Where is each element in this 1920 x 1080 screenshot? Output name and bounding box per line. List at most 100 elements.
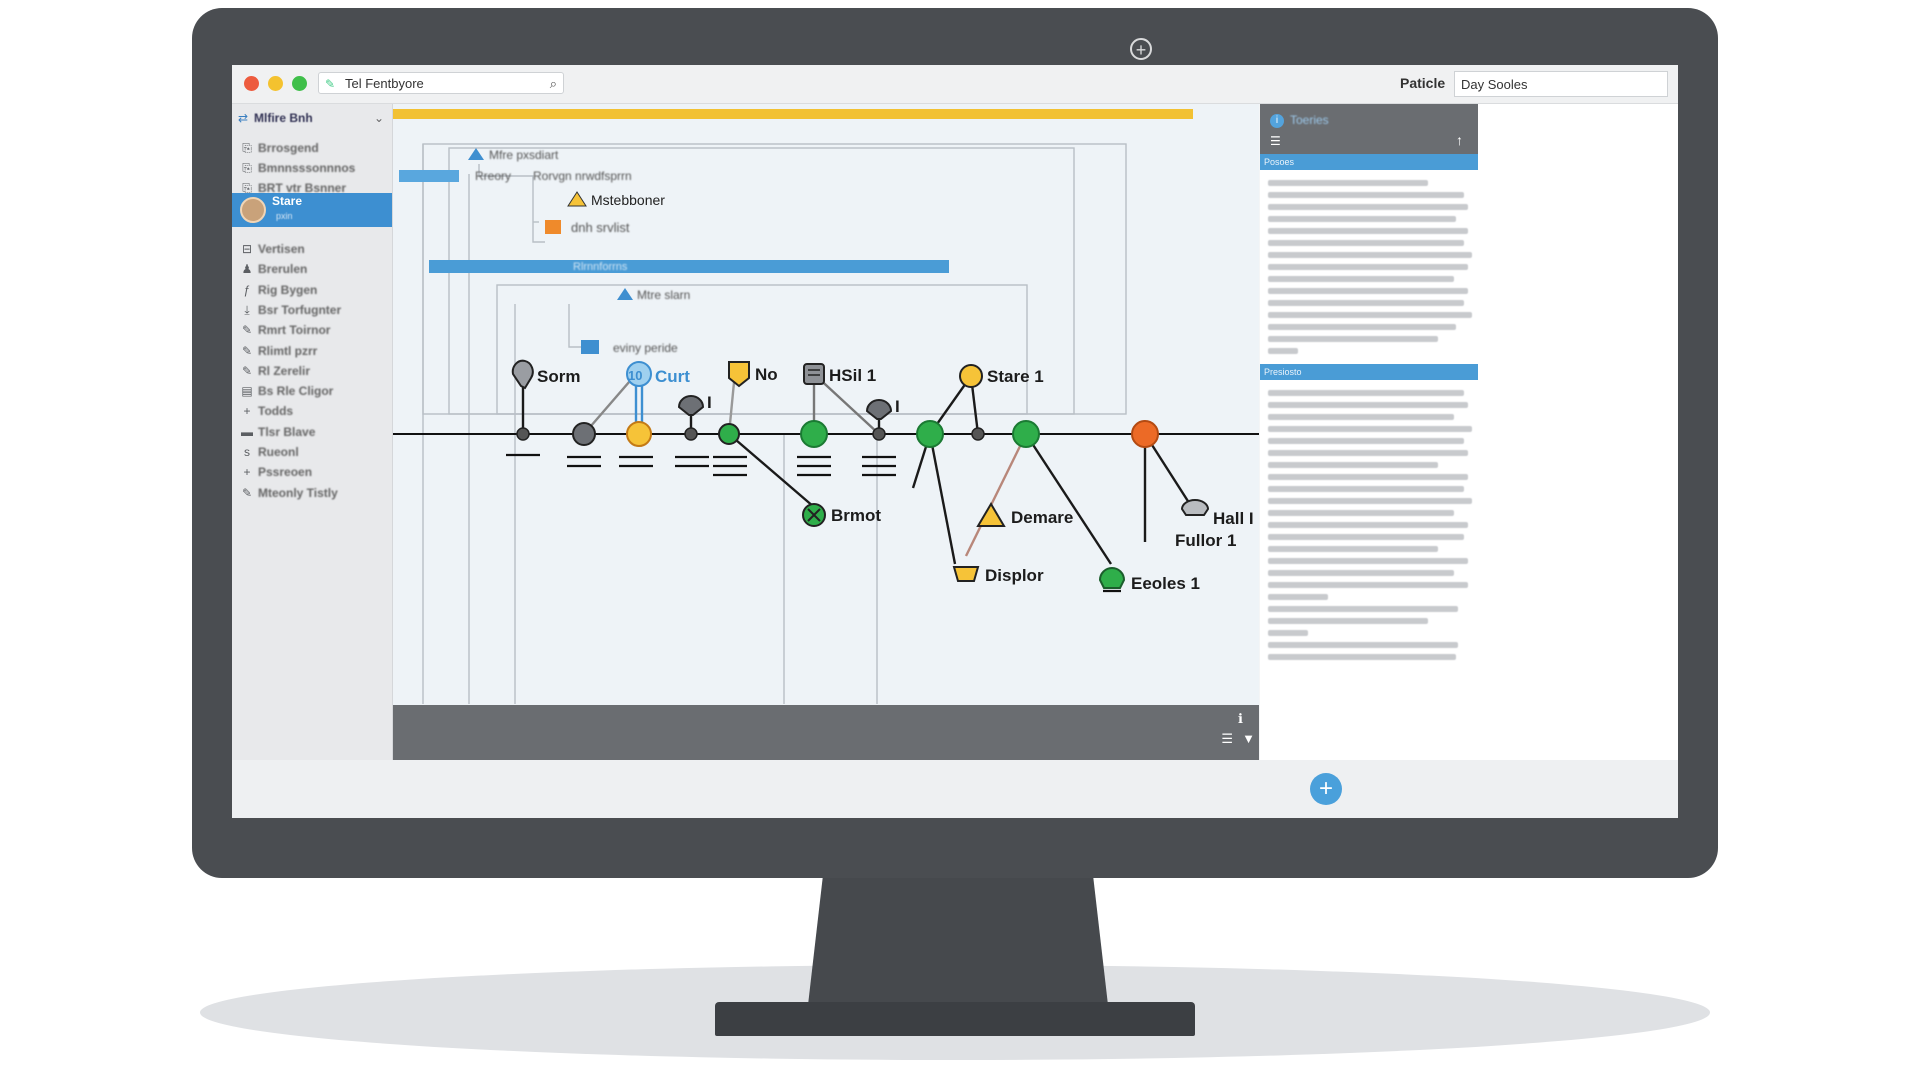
screen: ✎ Tel Fentbyore ⌕ Paticle Day Sooles ⇄ M… bbox=[232, 65, 1678, 818]
tree-root-label: Mfre pxsdiart bbox=[489, 148, 559, 162]
sidebar-item-label: Bsr Torfugnter bbox=[258, 302, 342, 317]
sidebar-item-active[interactable]: Stare pxin bbox=[232, 193, 392, 227]
link-icon: ⇄ bbox=[238, 111, 249, 125]
sidebar-item-5[interactable]: ✎Rlimtl pzrr bbox=[232, 341, 392, 361]
sidebar-item-3[interactable]: ⤓ Bsr Torfugnter bbox=[232, 300, 392, 320]
timeline-node-1[interactable] bbox=[516, 427, 530, 441]
sidebar-item-8[interactable]: +Todds bbox=[232, 401, 392, 421]
displor-marker-icon[interactable] bbox=[952, 566, 980, 582]
sidebar: ⇄ Mlfire Bnh ⌄ ⎘Brrosgend⎘Bmnnsssonnnos⎘… bbox=[232, 104, 393, 760]
sidebar-item-7[interactable]: ▤Bs Rle Cligor bbox=[232, 381, 392, 401]
shield-marker-icon[interactable] bbox=[728, 361, 750, 388]
tree-sub2-label: Rorvgn nrwdfsprrn bbox=[533, 169, 632, 183]
eeoles-marker-icon[interactable] bbox=[1098, 567, 1126, 589]
curt-marker-icon[interactable] bbox=[626, 361, 652, 387]
text-placeholder-line bbox=[1268, 618, 1428, 624]
sidebar-icon: ⊟ bbox=[241, 242, 253, 256]
sidebar-item-11[interactable]: +Pssreoen bbox=[232, 462, 392, 482]
minimize-window-button[interactable] bbox=[268, 76, 283, 91]
timeline-canvas[interactable]: Mfre pxsdiart Rreory Rorvgn nrwdfsprrn M… bbox=[393, 104, 1259, 720]
address-tab-field[interactable]: ✎ Tel Fentbyore ⌕ bbox=[318, 72, 564, 94]
sidebar-item-4[interactable]: ✎Rmrt Toirnor bbox=[232, 320, 392, 340]
sidebar-icon: ƒ bbox=[243, 282, 251, 297]
maximize-window-button[interactable] bbox=[292, 76, 307, 91]
text-placeholder-line bbox=[1268, 594, 1328, 600]
timeline-node-4[interactable] bbox=[684, 427, 698, 441]
sidebar-item-1[interactable]: ♟Brerulen bbox=[232, 259, 392, 279]
chevron-down-icon[interactable]: ⌄ bbox=[373, 111, 384, 125]
sidebar-item-top-0[interactable]: ⎘Brrosgend bbox=[232, 138, 392, 158]
sidebar-item-12[interactable]: ✎Mteonly Tistly bbox=[232, 483, 392, 503]
sidebar-item-label: Vertisen bbox=[258, 242, 305, 256]
timeline-node-10[interactable] bbox=[1012, 420, 1040, 448]
avatar bbox=[240, 197, 266, 223]
text-placeholder-line bbox=[1268, 204, 1468, 210]
timeline-node-6[interactable] bbox=[800, 420, 828, 448]
search-icon[interactable]: ⌕ bbox=[549, 76, 557, 91]
sidebar-icon: s bbox=[244, 445, 250, 459]
sidebar-icon: ⤓ bbox=[244, 302, 250, 317]
node-label-eeoles: Eeoles 1 bbox=[1131, 574, 1200, 593]
sidebar-item-label: Mteonly Tistly bbox=[258, 485, 338, 500]
demare-warning-icon[interactable] bbox=[976, 502, 1006, 527]
day-scale-field[interactable]: Day Sooles bbox=[1454, 71, 1668, 97]
hall-marker-icon[interactable] bbox=[1180, 499, 1210, 516]
ear-marker-icon[interactable] bbox=[511, 359, 534, 390]
stare-marker-icon[interactable] bbox=[959, 364, 983, 388]
sidebar-item-2[interactable]: ƒ Rig Bygen bbox=[232, 280, 392, 300]
sidebar-item-top-2[interactable]: ⎘BRT vtr Bsnner bbox=[232, 178, 392, 198]
list-icon[interactable]: ☰ bbox=[1270, 134, 1281, 148]
warning-tree-icon bbox=[468, 148, 484, 160]
timeline-node-5[interactable] bbox=[718, 423, 740, 445]
text-placeholder-line bbox=[1268, 654, 1456, 660]
list-settings-icon[interactable]: ☰ bbox=[1221, 731, 1233, 746]
timeline-node-7[interactable] bbox=[872, 427, 886, 441]
text-placeholder-line bbox=[1268, 300, 1464, 306]
sidebar-item-9[interactable]: ▬Tlsr Blave bbox=[232, 422, 392, 442]
footer-strip bbox=[232, 760, 1678, 818]
warning-tree-icon-2 bbox=[617, 288, 633, 300]
sidebar-icon: ▤ bbox=[241, 384, 253, 399]
text-placeholder-line bbox=[1268, 324, 1456, 330]
timeline-graph[interactable]: Mfre pxsdiart Rreory Rorvgn nrwdfsprrn M… bbox=[393, 104, 1259, 720]
sidebar-item-0[interactable]: ⊟ Vertisen bbox=[232, 239, 392, 259]
sidebar-icon: + bbox=[243, 465, 251, 480]
sidebar-item-label: Rmrt Toirnor bbox=[258, 323, 331, 338]
info-small-icon[interactable]: ℹ bbox=[1238, 711, 1243, 726]
sidebar-item-label: Todds bbox=[258, 404, 294, 419]
timeline-node-3[interactable] bbox=[626, 421, 652, 447]
camera-plus-icon: + bbox=[1130, 38, 1152, 60]
timeline-node-9[interactable] bbox=[971, 427, 985, 441]
text-placeholder-line bbox=[1268, 486, 1464, 492]
text-placeholder-line bbox=[1268, 192, 1464, 198]
add-plus-button[interactable]: + bbox=[1310, 773, 1342, 805]
close-window-button[interactable] bbox=[244, 76, 259, 91]
selected-tree-bar[interactable] bbox=[429, 260, 949, 273]
text-placeholder-line bbox=[1268, 288, 1468, 294]
sidebar-item-6[interactable]: ✎Rl Zerelir bbox=[232, 361, 392, 381]
timeline-node-8[interactable] bbox=[916, 420, 944, 448]
sidebar-icon: ✎ bbox=[241, 343, 253, 358]
caret-down-icon[interactable]: ▼ bbox=[1242, 731, 1255, 746]
sidebar-active-label: Stare bbox=[272, 194, 303, 208]
info-icon[interactable]: i bbox=[1270, 114, 1284, 128]
upload-arrow-icon[interactable]: ↑ bbox=[1456, 132, 1463, 148]
title-bar: ✎ Tel Fentbyore ⌕ Paticle Day Sooles bbox=[232, 65, 1678, 104]
node-label-no: No bbox=[755, 365, 778, 384]
curt-badge: 10 bbox=[628, 368, 642, 383]
text-placeholder-line bbox=[1268, 336, 1438, 342]
text-placeholder-line bbox=[1268, 276, 1454, 282]
sidebar-item-top-1[interactable]: ⎘Bmnnsssonnnos bbox=[232, 158, 392, 178]
text-placeholder-line bbox=[1268, 606, 1458, 612]
balloon-marker-icon-2[interactable] bbox=[865, 399, 893, 420]
node-label-displor: Displor bbox=[985, 566, 1044, 585]
sidebar-header[interactable]: ⇄ Mlfire Bnh ⌄ bbox=[232, 104, 392, 132]
timeline-node-11[interactable] bbox=[1131, 420, 1159, 448]
sidebar-icon: ▬ bbox=[241, 424, 253, 439]
sidebar-item-label: Rig Bygen bbox=[258, 282, 318, 297]
balloon-marker-icon[interactable] bbox=[677, 395, 705, 416]
document-marker-icon[interactable] bbox=[803, 363, 825, 385]
folder-icon: ⎘ bbox=[242, 181, 252, 195]
timeline-node-2[interactable] bbox=[572, 422, 596, 446]
